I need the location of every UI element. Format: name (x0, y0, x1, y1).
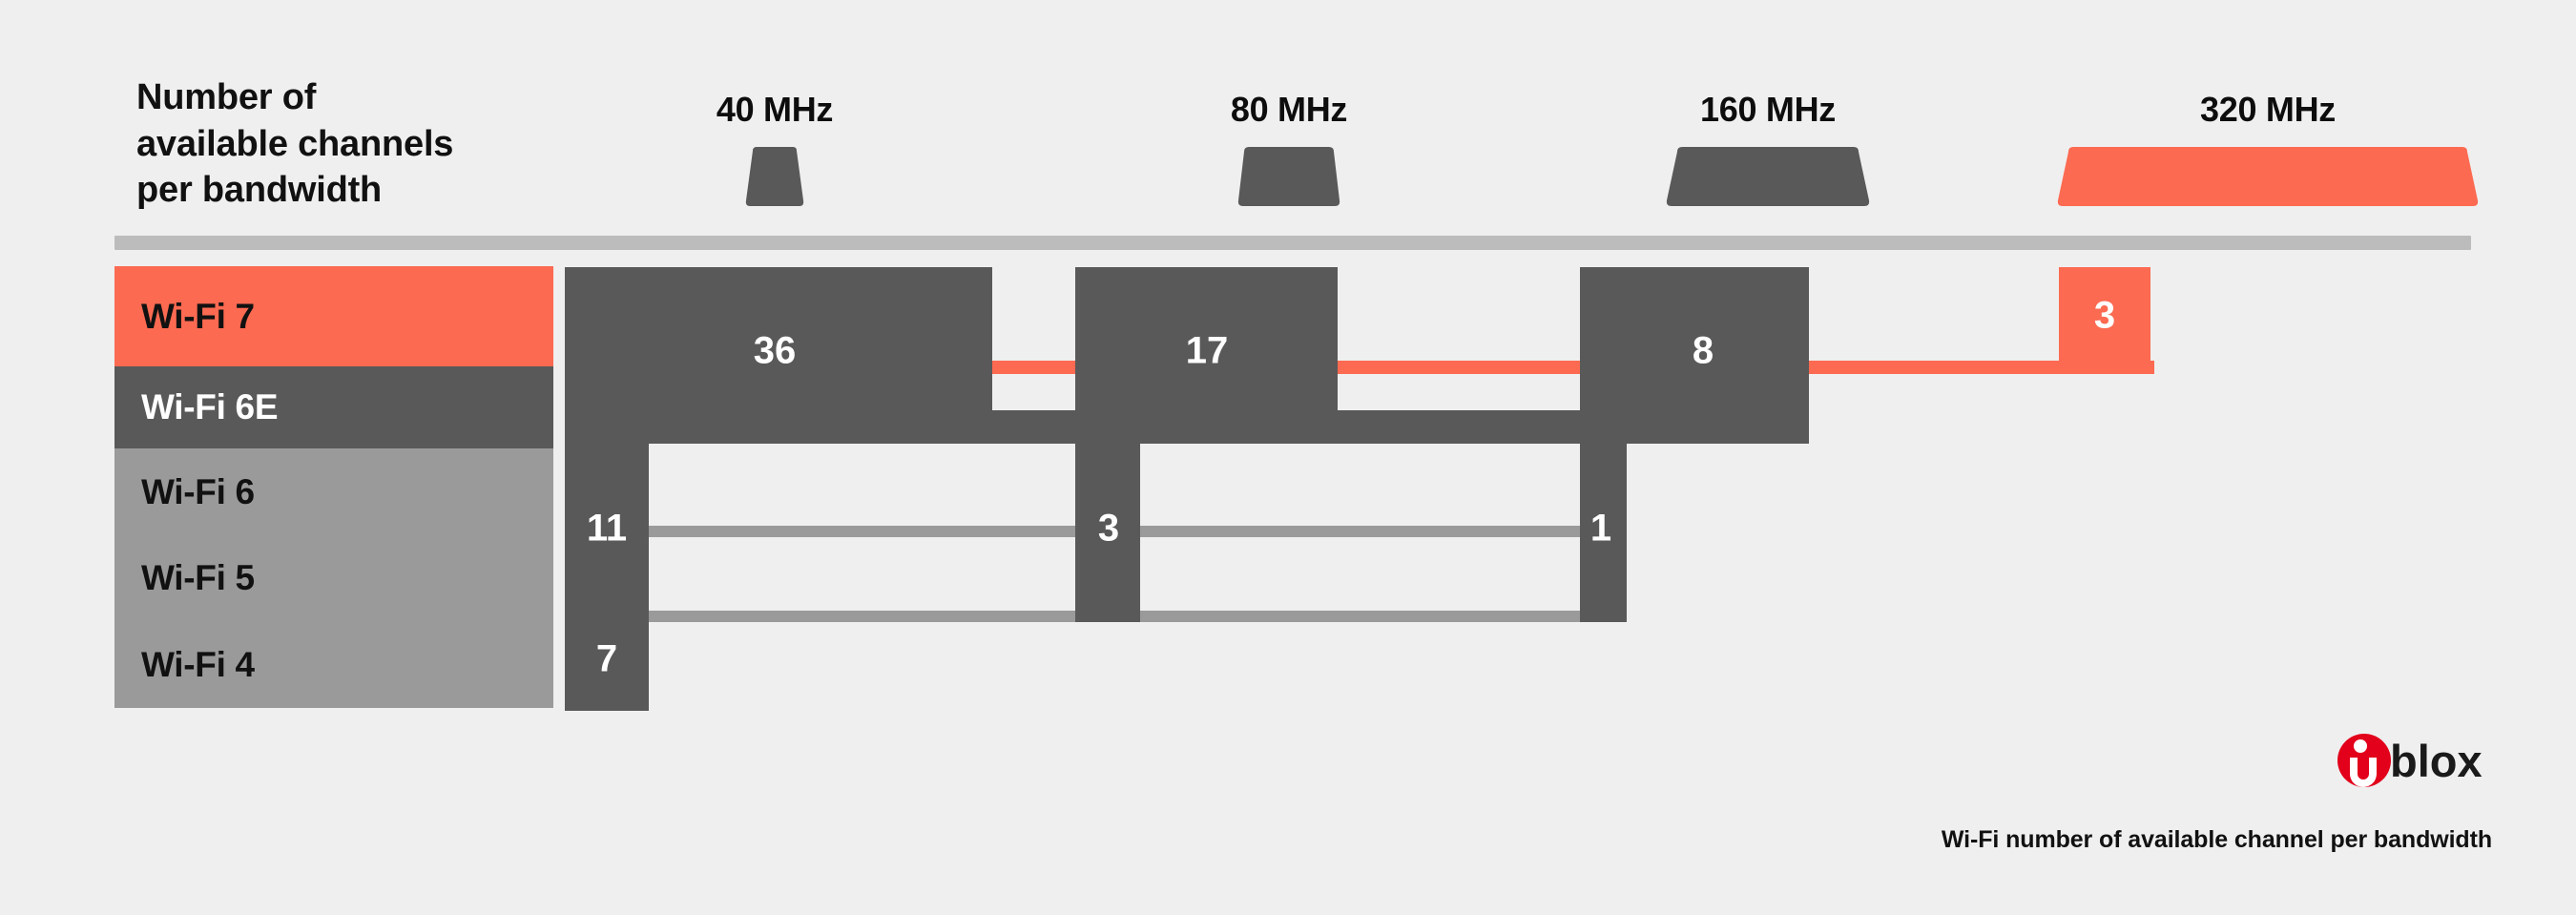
legend-label-wifi-6e: Wi-Fi 6E (141, 387, 279, 426)
dark-step-blocks (565, 267, 1809, 711)
logo-wordmark: blox (2390, 736, 2483, 786)
bandwidth-header-80mhz: 80 MHz (1231, 90, 1347, 206)
ublox-logo-mark: blox (2337, 734, 2483, 787)
value-label-1: 1 (1590, 508, 1611, 550)
legend-item-wifi-6[interactable]: Wi-Fi 6 (114, 448, 553, 535)
logo-u-letter (2350, 758, 2377, 787)
legend-item-wifi-5[interactable]: Wi-Fi 5 (114, 535, 553, 621)
block-160mhz-column (1580, 267, 1627, 622)
bandwidth-shape-80mhz (1237, 147, 1340, 206)
title-line-2: available channels (136, 123, 454, 164)
bandwidth-label-320mhz: 320 MHz (2200, 90, 2336, 129)
logo-dot-icon (2354, 739, 2367, 753)
ublox-logo: blox (2335, 731, 2506, 790)
bandwidth-label-160mhz: 160 MHz (1700, 90, 1836, 129)
bandwidth-label-40mhz: 40 MHz (716, 90, 834, 129)
bandwidth-shape-40mhz (745, 147, 804, 206)
bandwidth-label-80mhz: 80 MHz (1230, 90, 1348, 129)
title-line-1: Number of (136, 77, 317, 117)
legend-item-wifi-6e[interactable]: Wi-Fi 6E (114, 366, 553, 448)
bandwidth-shape-320mhz (2057, 147, 2479, 206)
value-label-17: 17 (1186, 330, 1229, 372)
block-40mhz-column (565, 267, 649, 711)
block-320mhz-3 (2059, 267, 2150, 374)
legend-label-wifi-4: Wi-Fi 4 (141, 644, 255, 684)
value-label-8: 8 (1693, 330, 1714, 372)
bandwidth-header-40mhz: 40 MHz (717, 90, 833, 206)
legend-label-wifi-7: Wi-Fi 7 (141, 296, 255, 336)
header-divider (114, 236, 2471, 250)
legend-label-wifi-6: Wi-Fi 6 (141, 471, 255, 511)
page-title: Number of available channels per bandwid… (136, 74, 556, 214)
value-label-3-320mhz: 3 (2094, 295, 2115, 337)
footer-caption: Wi-Fi number of available channel per ba… (1941, 826, 2492, 853)
value-label-3-80mhz: 3 (1098, 508, 1119, 550)
bandwidth-header-160mhz: 160 MHz (1661, 90, 1875, 206)
title-line-3: per bandwidth (136, 170, 383, 211)
value-label-36: 36 (754, 330, 797, 372)
bandwidth-shape-160mhz (1666, 147, 1870, 206)
value-label-7: 7 (596, 638, 617, 680)
value-label-11: 11 (587, 508, 627, 550)
legend-item-wifi-7[interactable]: Wi-Fi 7 (114, 266, 553, 366)
legend: Wi-Fi 7 Wi-Fi 6E Wi-Fi 6 Wi-Fi 5 Wi-Fi 4 (114, 266, 553, 708)
legend-label-wifi-5: Wi-Fi 5 (141, 558, 255, 597)
bandwidth-header-320mhz: 320 MHz (2052, 90, 2483, 206)
legend-item-wifi-4[interactable]: Wi-Fi 4 (114, 621, 553, 708)
block-80mhz-column (1075, 267, 1140, 622)
band-wifi-6e (565, 410, 1627, 444)
